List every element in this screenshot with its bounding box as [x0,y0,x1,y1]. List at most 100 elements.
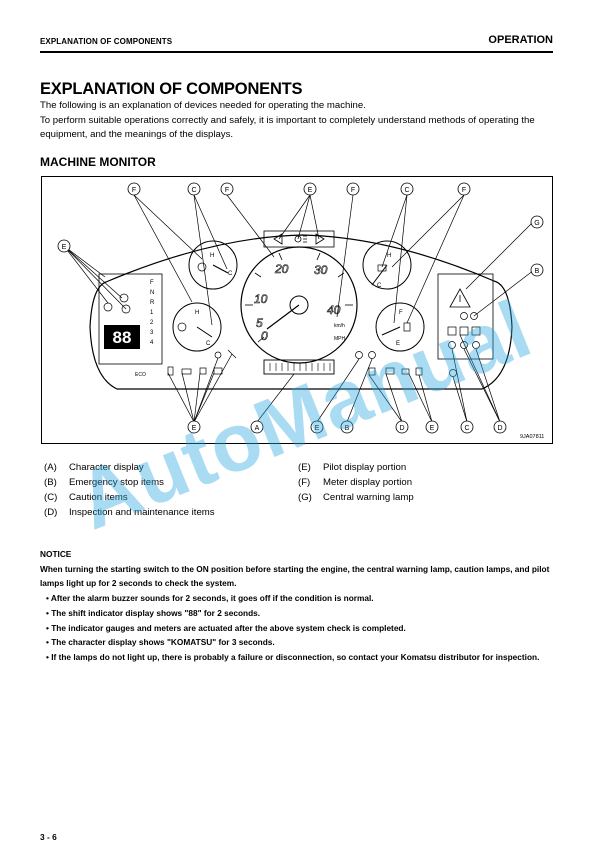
turn-left-icon [273,233,283,245]
legend-item-e: (E)Pilot display portion [298,462,407,473]
svg-text:E: E [308,187,313,194]
notice-item-2: • The shift indicator display shows "88"… [46,607,261,618]
character-display-dots [269,363,331,371]
legend-item-g: (G)Central warning lamp [298,492,414,503]
fuel-gauge [375,302,425,352]
emergency-stop-icons [460,312,478,320]
speed-label-5: 5 [256,316,263,330]
shift-label-4: 4 [150,340,154,346]
svg-text:E: E [430,425,435,432]
gauge-label-c3: C [377,283,382,289]
callout-e-top: E [303,182,317,196]
svg-text:C: C [191,187,196,194]
legend-item-d: (D)Inspection and maintenance items [44,507,215,518]
page-title: EXPLANATION OF COMPONENTS [40,80,303,98]
svg-text:F: F [351,187,355,194]
gauge-needle-1 [212,264,229,274]
machine-monitor-figure: 88 F N R 1 2 3 4 H C H C 0 5 10 20 30 [41,176,553,444]
water-temp-icon [197,262,207,272]
callout-g: G [530,215,544,229]
callout-f-1: F [127,182,141,196]
svg-text:D: D [497,425,502,432]
fuel-icon [403,322,411,332]
callout-c-bottom: C [460,420,474,434]
callout-c-2: C [400,182,414,196]
speed-label-30: 30 [314,263,328,277]
callout-leaders [63,194,535,423]
gauge-needle-3 [371,264,388,286]
shift-label-2: 2 [150,320,154,326]
speed-label-0: 0 [261,329,268,343]
svg-text:B: B [535,268,540,275]
shift-label-n: N [150,290,154,296]
engine-water-temp-gauge [188,240,238,290]
svg-text:C: C [404,187,409,194]
legend-item-a: (A)Character display [44,462,144,473]
gauge-label-e: E [396,341,400,347]
shift-segment-display [104,325,140,349]
notice-item-3: • The indicator gauges and meters are ac… [46,622,406,633]
svg-text:E: E [192,425,197,432]
bottom-left-pilot-lamps [167,349,237,376]
unit-kmh: km/h [334,323,345,329]
running-header: EXPLANATION OF COMPONENTS OPERATION [40,31,553,53]
turn-right-icon [315,233,325,245]
svg-text:B: B [345,425,350,432]
shift-label-3: 3 [150,330,154,336]
shift-label-1: 1 [150,310,154,316]
legend-item-f: (F)Meter display portion [298,477,413,488]
header-section-right: OPERATION [488,34,553,46]
section-title: MACHINE MONITOR [40,155,156,169]
battery-icon [377,264,387,272]
shift-label-r: R [150,300,155,306]
warning-panel [437,273,494,360]
header-section-left: EXPLANATION OF COMPONENTS [40,37,173,46]
callout-d-2: D [493,420,507,434]
gauge-label-c1: C [228,271,233,277]
gauge-needle-4 [381,326,401,336]
shift-label-f: F [150,280,154,286]
gauge-label-f: F [399,310,403,316]
notice-item-5: • If the lamps do not light up, there is… [46,651,540,662]
caution-icons [447,326,481,349]
notice-item-4: • The character display shows "KOMATSU" … [46,637,275,648]
shift-segment-text: 88 [113,328,132,347]
svg-text:F: F [225,187,229,194]
callout-f-2: F [220,182,234,196]
svg-text:C: C [464,425,469,432]
machine-monitor-diagram: 88 F N R 1 2 3 4 H C H C 0 5 10 20 30 [57,182,544,440]
speedometer-hub [289,295,309,315]
headlight-icon [294,235,307,243]
notice-block: NOTICE When turning the starting switch … [40,547,560,665]
eco-label: ECO [135,372,146,378]
callout-f-4: F [457,182,471,196]
notice-item-1: • After the alarm buzzer sounds for 2 se… [46,593,374,604]
oil-temp-icon [177,322,187,332]
gauge-needle-2 [196,326,213,338]
engine-water-temp-gauge-right [362,240,412,290]
callout-e-bottom-3: E [425,420,439,434]
svg-text:A: A [255,425,260,432]
notice-lead: When turning the starting switch to the … [40,563,550,589]
character-display [263,359,335,375]
gauge-label-h1: H [210,253,214,259]
gauge-label-h2: H [195,310,199,316]
intro-line-1: The following is an explanation of devic… [40,100,366,111]
legend-item-c: (C)Caution items [44,492,128,503]
unit-mph: MPH [334,336,346,342]
intro-line-2: To perform suitable operations correctly… [40,114,535,141]
callout-e-bottom-2: E [310,420,324,434]
callout-e-bottom-1: E [187,420,201,434]
central-warning-icon [449,288,471,308]
page-number: 3 - 6 [40,832,57,842]
speedometer [240,246,358,364]
svg-text:G: G [534,220,539,227]
callout-a: A [250,420,264,434]
legend-item-b: (B)Emergency stop items [44,477,164,488]
notice-title: NOTICE [40,549,72,559]
svg-text:F: F [462,187,466,194]
callout-b-right: B [530,263,544,277]
svg-text:E: E [315,425,320,432]
gauge-label-c2: C [206,341,211,347]
callout-f-3: F [346,182,360,196]
